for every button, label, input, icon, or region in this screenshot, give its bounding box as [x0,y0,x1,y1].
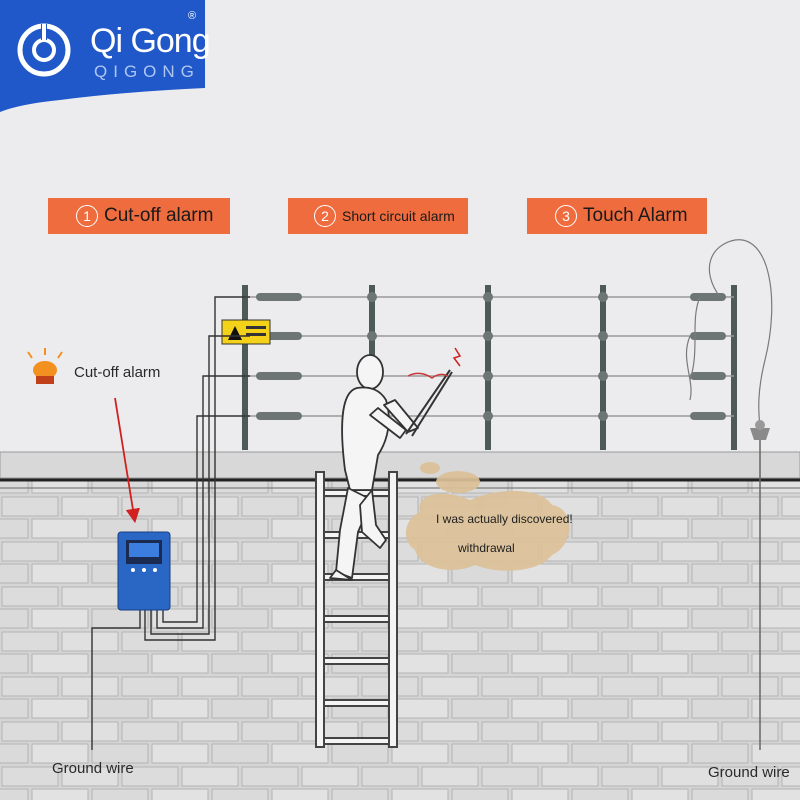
bubble-line-2: withdrawal [458,541,515,555]
siren-icon [27,348,63,384]
logo-badge [0,0,205,112]
registered-mark: ® [188,10,197,22]
warning-sign-icon [221,319,271,345]
speech-bubble [405,462,570,571]
wire-cutter-icon [405,347,462,437]
siren-label: Cut-off alarm [74,364,161,381]
insulators [256,292,726,421]
alarm-label-touch: 3 Touch Alarm [527,198,707,234]
alarm-number-3: 3 [555,205,577,227]
alarm-number-1: 1 [76,205,98,227]
alarm-label-cutoff: 1 Cut-off alarm [48,198,230,234]
wall [0,451,800,800]
controller-box [117,531,171,611]
fence-posts [242,285,737,450]
brand-name: Qi Gong [90,22,211,60]
controller-wiring [91,296,250,750]
ground-wire-label-right: Ground wire [708,764,790,781]
bubble-line-1: I was actually discovered! [436,512,573,526]
alarm-text-2: Short circuit alarm [342,208,455,224]
ground-rod-right [750,420,770,750]
alarm-text-3: Touch Alarm [583,205,688,226]
alarm-number-2: 2 [314,205,336,227]
alarm-text-1: Cut-off alarm [104,205,214,226]
intruder-figure [329,354,419,581]
brand-sub: QIGONG [94,62,200,81]
end-loop-wires [685,239,773,431]
ground-wire-label-left: Ground wire [52,760,134,777]
alarm-label-short-circuit: 2 Short circuit alarm [288,198,468,234]
arrow-to-controller [114,397,140,524]
